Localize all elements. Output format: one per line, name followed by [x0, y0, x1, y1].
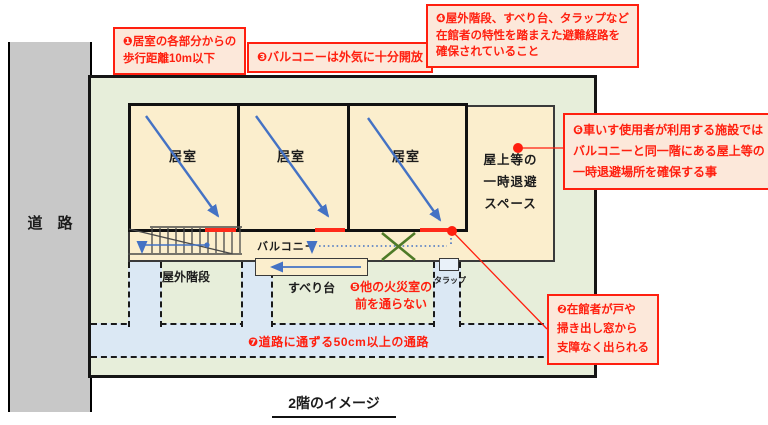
note-7-passage-to-road: ❼道路に通ずる50cm以上の通路: [248, 335, 429, 349]
passage-channel-ladder: [433, 262, 461, 327]
room-wall: [347, 106, 350, 229]
note-4-escape-routes: ❹屋外階段、すべり台、タラップなど 在館者の特性を踏まえた避難経路を 確保されて…: [426, 4, 639, 68]
note-6-wheelchair-refuge: ❻車いす使用者が利用する施設では バルコニーと同一階にある屋上等の 一時退避場所…: [563, 113, 768, 190]
note-5-no-fire-room-pass: ❺他の火災室の 前を通らない: [349, 280, 433, 311]
road-label: 道 路: [27, 215, 73, 232]
floor-title: 2階のイメージ: [272, 393, 396, 418]
room-label: 居室: [169, 149, 198, 164]
refuge-space-label: 屋上等の 一時退避 スペース: [483, 153, 538, 211]
ladder-label: タラップ: [434, 276, 466, 285]
note-1-walking-distance: ❶居室の各部分からの 歩行距離10m以下: [113, 27, 247, 75]
slide-label: すべり台: [288, 281, 336, 295]
room-label: 居室: [392, 149, 421, 164]
slide-chute: [255, 258, 368, 276]
note-2-exit-without-hindrance: ❷在館者が戸や 掃き出し窓から 支障なく出られる: [547, 294, 659, 365]
room-wall: [237, 106, 240, 229]
note-3-balcony-open-air: ❸バルコニーは外気に十分開放: [247, 42, 433, 73]
passage-channel-stairs: [128, 262, 162, 327]
refuge-space: 屋上等の 一時退避 スペース: [468, 105, 555, 232]
room-label: 居室: [277, 149, 306, 164]
balcony-label: バルコニー: [257, 241, 317, 253]
stairs-label: 屋外階段: [162, 270, 211, 284]
rooms-block: 居室 居室 居室: [128, 103, 468, 232]
ladder-notch: [439, 258, 459, 271]
road-strip: 道 路: [8, 42, 92, 412]
